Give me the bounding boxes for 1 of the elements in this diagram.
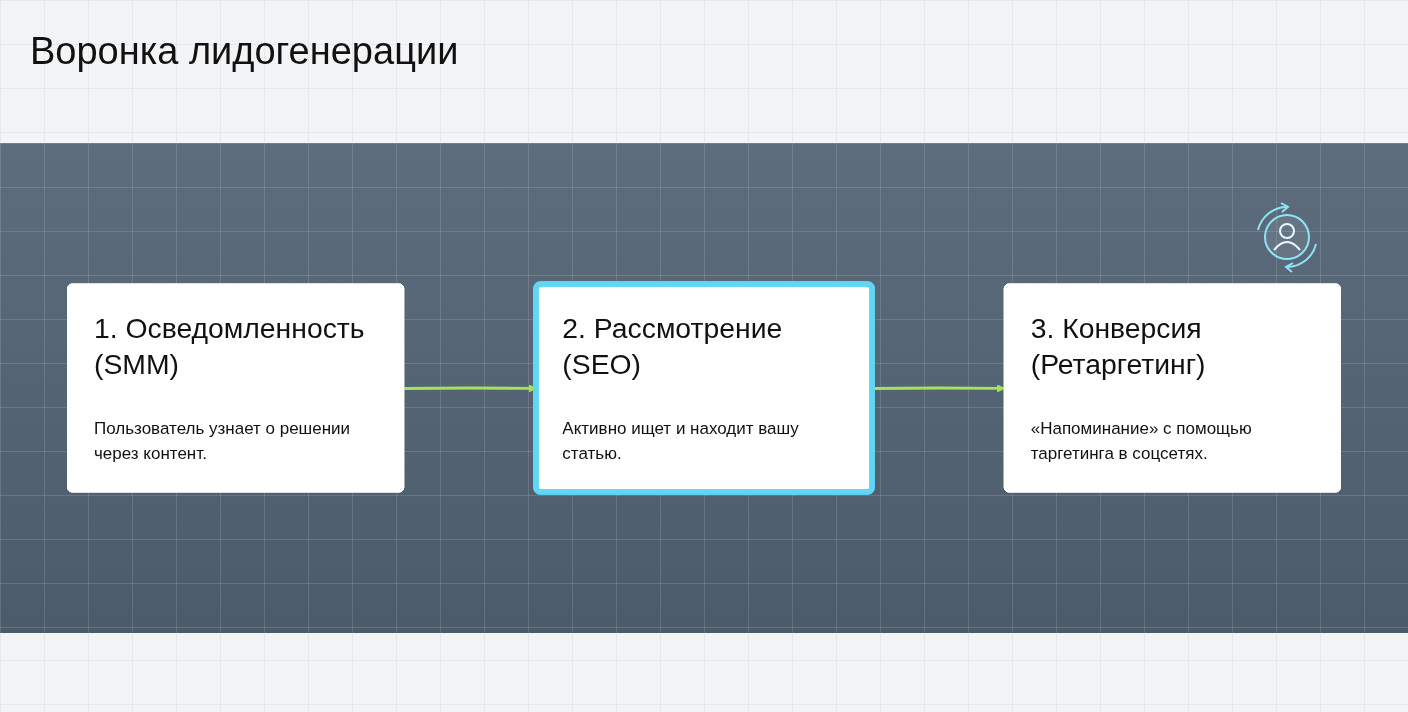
slide-title: Воронка лидогенерации xyxy=(30,30,459,73)
